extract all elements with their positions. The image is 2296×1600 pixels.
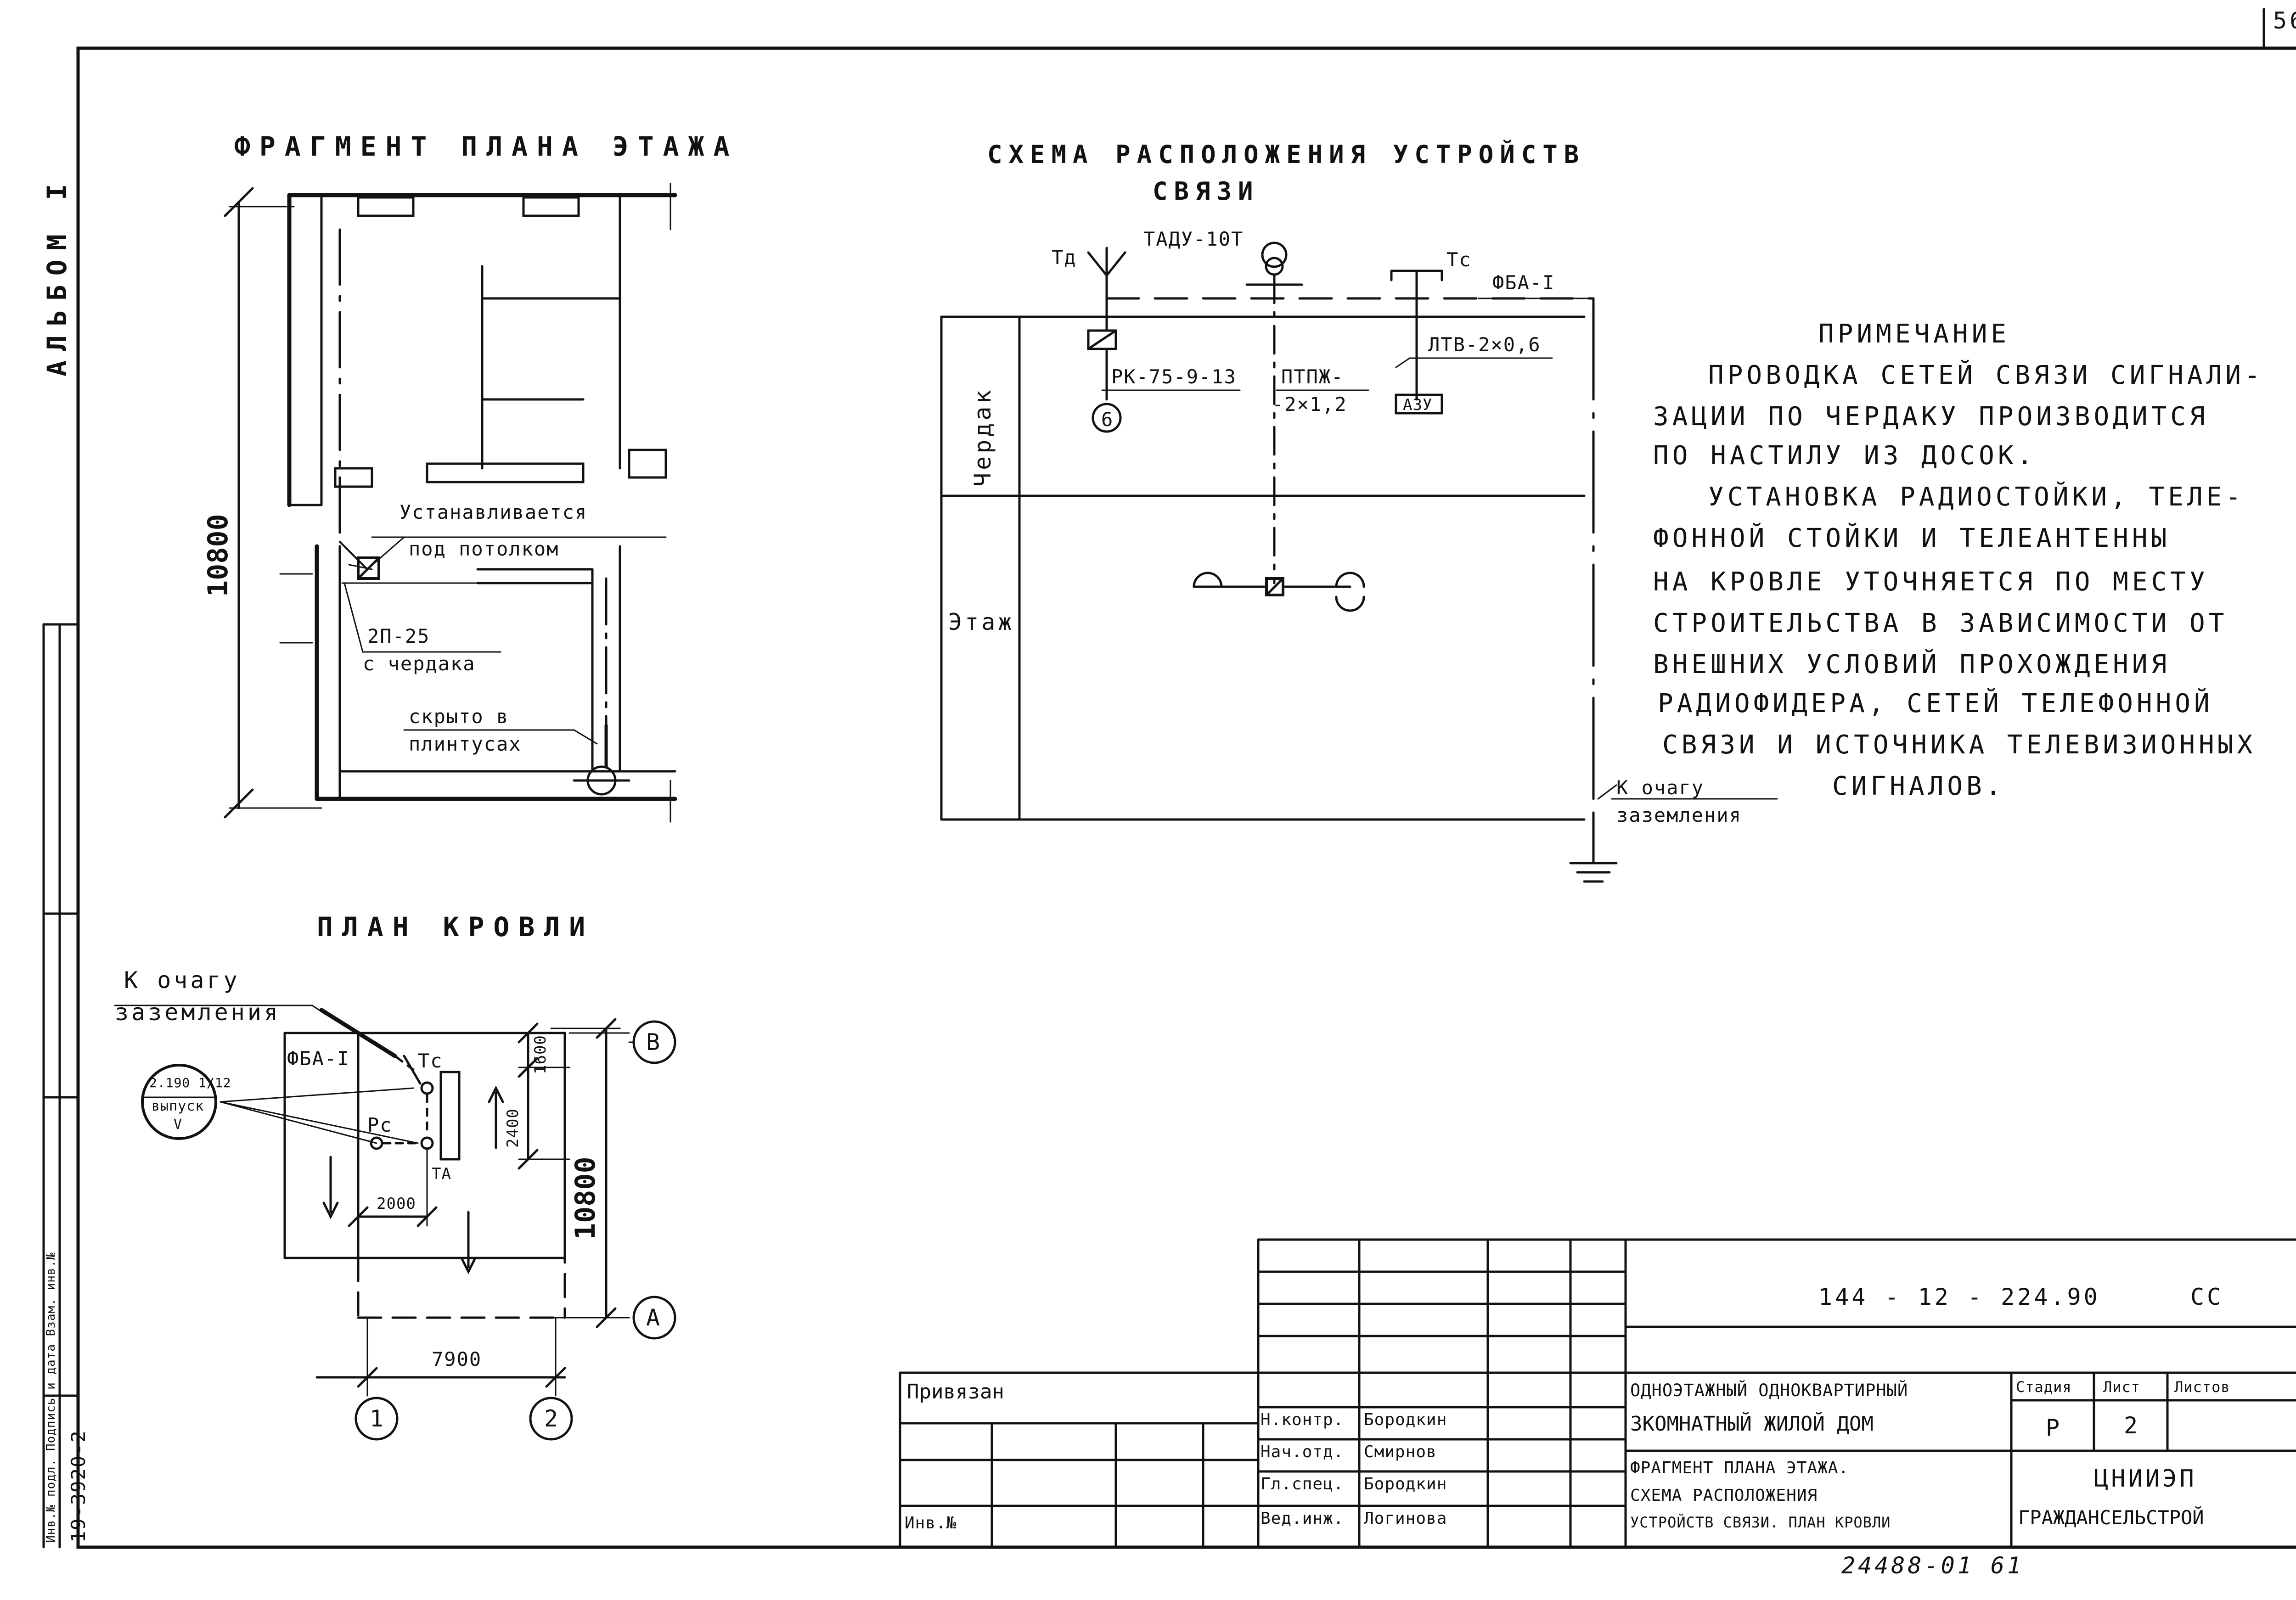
role-label: Вед.инж. <box>1261 1509 1344 1528</box>
scheme-label-ptpzh: ПТПЖ- <box>1281 365 1344 388</box>
scheme-label-ltv: ЛТВ-2×0,6 <box>1428 333 1541 356</box>
note-line: ПРОВОДКА СЕТЕЙ СВЯЗИ СИГНАЛИ- <box>1708 360 2264 390</box>
roof-ref-number: V <box>174 1117 183 1133</box>
role-name: Смирнов <box>1364 1443 1437 1461</box>
note-line: ВНЕШНИХ УСЛОВИЙ ПРОХОЖДЕНИЯ <box>1653 650 2171 679</box>
doc-code: 144 - 12 - 224.90 <box>1818 1284 2100 1310</box>
scheme-floor-label: Этаж <box>948 609 1015 635</box>
roof-dim-2000: 2000 <box>377 1195 416 1213</box>
communication-scheme <box>940 241 1778 883</box>
roof-dim-2400: 2400 <box>504 1108 522 1148</box>
drawing-frame <box>76 46 2296 1549</box>
axis-b-label: В <box>646 1029 663 1055</box>
scheme-ground-label: К очагу <box>1616 776 1705 799</box>
roof-dim-7900: 7900 <box>432 1348 482 1370</box>
scheme-title-line1: СХЕМА РАСПОЛОЖЕНИЯ УСТРОЙСТВ <box>987 140 1586 169</box>
project-line2: 3КОМНАТНЫЙ ЖИЛОЙ ДОМ <box>1630 1412 1874 1436</box>
roof-label-pc: Рс <box>367 1114 393 1136</box>
inv-no-label: Инв.№ <box>905 1514 957 1533</box>
sheet-title-line2: СХЕМА РАСПОЛОЖЕНИЯ <box>1630 1486 1818 1505</box>
label-hidden: скрыто в <box>409 705 509 728</box>
floor-plan-fragment <box>224 183 677 823</box>
roof-plan <box>114 1005 676 1441</box>
note-line: ПО НАСТИЛУ ИЗ ДОСОК. <box>1653 441 2037 471</box>
scheme-label-ta: Тд <box>1052 246 1077 269</box>
axis-2-label: 2 <box>544 1405 561 1432</box>
scheme-label-ptpzh-size: -2×1,2 <box>1272 393 1347 415</box>
roof-label-tc: Тс <box>418 1050 443 1072</box>
roof-plan-title: ПЛАН КРОВЛИ <box>317 911 595 943</box>
scheme-label-tadu: ТАДУ-10Т <box>1143 228 1244 250</box>
album-label: АЛЬБОМ I <box>41 174 73 376</box>
inv-label: Инв.№ подл. Подпись и дата Взам. инв.№ <box>44 1252 58 1543</box>
doc-mark: СС <box>2190 1284 2224 1310</box>
scheme-label-rk: РК-75-9-13 <box>1111 365 1237 388</box>
role-name: Логинова <box>1364 1509 1447 1528</box>
note-line: НА КРОВЛЕ УТОЧНЯЕТСЯ ПО МЕСТУ <box>1653 567 2209 597</box>
label-baseboards: плинтусах <box>409 733 522 755</box>
scheme-title-line2: СВЯЗИ <box>1153 177 1260 206</box>
axis-a-label: А <box>646 1304 663 1331</box>
role-label: Н.контр. <box>1261 1410 1344 1429</box>
label-from-attic: с чердака <box>363 652 476 675</box>
org-name-line1: ЦНИИЭП <box>2094 1465 2197 1493</box>
stage-value: Р <box>2046 1415 2063 1441</box>
note-line: СВЯЗИ И ИСТОЧНИКА ТЕЛЕВИЗИОННЫХ <box>1662 730 2257 760</box>
roof-ground-label: К очагу <box>124 967 240 994</box>
sheet-title-line1: ФРАГМЕНТ ПЛАНА ЭТАЖА. <box>1630 1459 1849 1477</box>
note-line: ФОННОЙ СТОЙКИ И ТЕЛЕАНТЕННЫ <box>1653 523 2171 553</box>
sheet-title-line3: УСТРОЙСТВ СВЯЗИ. ПЛАН КРОВЛИ <box>1630 1514 1891 1531</box>
roof-label-ta: ТА <box>432 1165 451 1183</box>
scheme-label-azu: АЗУ <box>1403 396 1433 414</box>
roof-label-fba: ФБА-I <box>287 1047 350 1070</box>
scheme-label-tc: Тс <box>1446 248 1472 271</box>
sheets-label: Листов <box>2174 1378 2230 1396</box>
sheet-label: Лист <box>2103 1378 2141 1396</box>
floor-plan-dimension: 10800 <box>202 514 234 597</box>
note-line: УСТАНОВКА РАДИОСТОЙКИ, ТЕЛЕ- <box>1708 482 2245 512</box>
note-title: ПРИМЕЧАНИЕ <box>1818 319 2010 349</box>
title-block <box>899 1238 2296 1549</box>
note-line: ЗАЦИИ ПО ЧЕРДАКУ ПРОИЗВОДИТСЯ <box>1653 402 2209 432</box>
scheme-ground-label-2: заземления <box>1616 804 1742 826</box>
scheme-attic-label: Чердак <box>969 387 996 487</box>
sheet-value: 2 <box>2124 1412 2141 1439</box>
footer-code: 24488-01 61 <box>1841 1552 2024 1579</box>
role-name: Бородкин <box>1364 1475 1447 1493</box>
axis-1-label: 1 <box>370 1405 387 1432</box>
label-wire-type: 2П-25 <box>367 625 430 647</box>
project-line1: ОДНОЭТАЖНЫЙ ОДНОКВАРТИРНЫЙ <box>1630 1381 1908 1400</box>
roof-dim-1600: 1600 <box>531 1035 550 1074</box>
roof-ref-issue: выпуск <box>152 1098 204 1114</box>
stage-label: Стадия <box>2016 1378 2072 1396</box>
role-label: Гл.спец. <box>1261 1475 1344 1493</box>
scheme-label-fba: ФБА-I <box>1492 271 1555 294</box>
inv-code: 19-3920-2 <box>67 1430 90 1543</box>
label-installed: Устанавливается <box>400 501 588 523</box>
roof-dim-10800: 10800 <box>569 1156 602 1240</box>
roof-ground-label-2: заземления <box>115 999 281 1026</box>
privyazan-label: Привязан <box>907 1380 1004 1404</box>
org-name-line2: ГРАЖДАНСЕЛЬСТРОЙ <box>2018 1506 2204 1529</box>
note-line: СИГНАЛОВ. <box>1832 771 2005 801</box>
note-line: СТРОИТЕЛЬСТВА В ЗАВИСИМОСТИ ОТ <box>1653 608 2228 638</box>
sheet-number: 56 <box>2273 7 2296 34</box>
label-under-ceiling: под потолком <box>409 538 559 560</box>
role-name: Бородкин <box>1364 1410 1447 1429</box>
scheme-circle-6: 6 <box>1101 408 1114 431</box>
roof-ref-sheet: 2.190 1/12 <box>149 1075 231 1090</box>
floor-plan-title: ФРАГМЕНТ ПЛАНА ЭТАЖА <box>234 131 739 162</box>
role-label: Нач.отд. <box>1261 1443 1344 1461</box>
note-line: РАДИОФИДЕРА, СЕТЕЙ ТЕЛЕФОННОЙ <box>1658 689 2213 719</box>
